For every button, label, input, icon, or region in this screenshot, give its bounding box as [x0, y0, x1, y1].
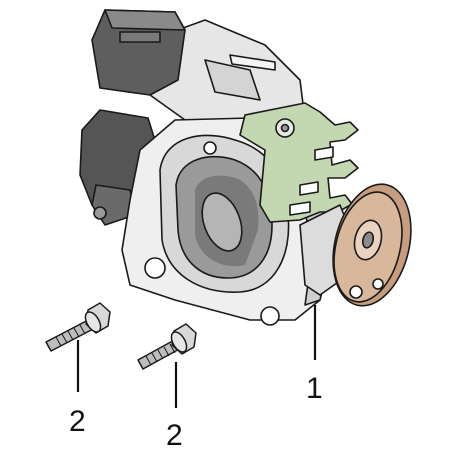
- bolt-right-threads: [145, 343, 176, 366]
- pulley-stop-pin-1: [349, 285, 363, 299]
- pulley-hub-hole: [361, 231, 375, 249]
- bracket-slot-1: [299, 181, 319, 196]
- bolt-left-washer: [84, 311, 102, 333]
- bracket-slot-3: [289, 201, 311, 216]
- callout-2-left: 2: [69, 405, 86, 438]
- throttle-body-assembly: [79, 9, 412, 326]
- bracket-bolt-center: [280, 123, 290, 133]
- cable-bracket: [239, 102, 359, 223]
- bolt-left: [45, 302, 111, 352]
- leader-lines: [76, 305, 317, 408]
- bolt-right: [137, 323, 197, 370]
- flange-hole-left: [144, 257, 166, 279]
- sensor-mount-stud: [93, 206, 107, 220]
- pulley-stop-pin-2: [372, 278, 384, 290]
- bracket-slot-2: [314, 146, 334, 161]
- callout-2-right: 2: [166, 419, 183, 452]
- flange-hole-top: [203, 141, 217, 155]
- bolt-right-washer: [170, 331, 188, 353]
- top-connector-latch: [119, 31, 161, 43]
- callout-1: 1: [306, 372, 323, 405]
- throttle-plate: [201, 192, 243, 252]
- vent-tube: [229, 54, 276, 71]
- bolt-left-threads: [55, 324, 86, 347]
- housing-rib: [204, 59, 261, 101]
- flange-hole-bottom: [260, 306, 280, 326]
- top-connector-face: [104, 9, 186, 31]
